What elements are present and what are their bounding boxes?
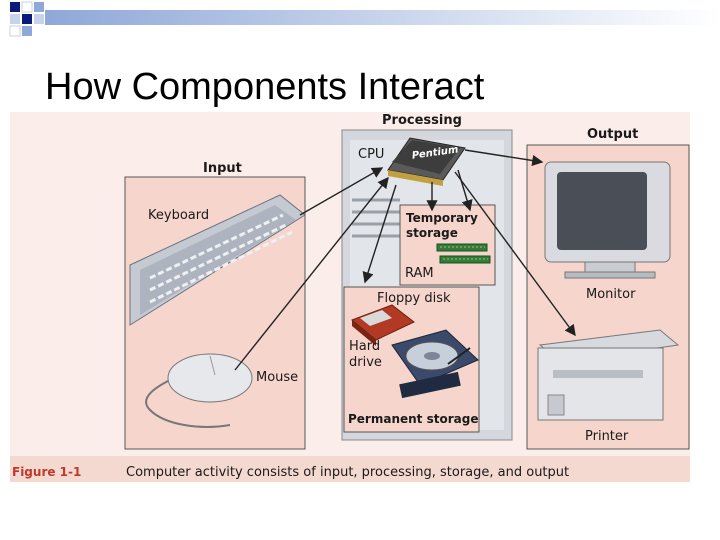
keyboard-label: Keyboard xyxy=(148,208,209,223)
floppy-disk-label: Floppy disk xyxy=(377,291,451,306)
cpu-label: CPU xyxy=(358,147,384,162)
cpu-chip-icon xyxy=(387,137,466,186)
ram-label: RAM xyxy=(405,266,434,281)
figure-caption: Computer activity consists of input, pro… xyxy=(126,465,569,480)
temporary-storage-label-1: Temporary xyxy=(406,211,478,225)
printer-icon xyxy=(537,329,680,421)
printer-label: Printer xyxy=(585,429,629,444)
mouse-icon xyxy=(145,353,253,428)
processing-label: Processing xyxy=(382,113,462,128)
temporary-storage-label-2: storage xyxy=(406,226,458,240)
slide-title: How Components Interact xyxy=(45,66,485,108)
mouse-label: Mouse xyxy=(256,370,298,385)
monitor-icon xyxy=(544,161,671,279)
ram-icon xyxy=(436,243,491,264)
title-decoration xyxy=(9,1,720,37)
hard-drive-label-2: drive xyxy=(349,355,382,370)
input-label: Input xyxy=(203,161,242,176)
hard-drive-icon xyxy=(391,329,479,399)
monitor-label: Monitor xyxy=(586,287,636,302)
floppy-disk-icon xyxy=(351,304,415,346)
permanent-storage-label: Permanent storage xyxy=(348,412,478,426)
flow-arrows xyxy=(234,149,576,371)
output-label: Output xyxy=(587,127,638,142)
figure-number: Figure 1-1 xyxy=(12,465,81,479)
keyboard-icon xyxy=(129,194,306,326)
hard-drive-label-1: Hard xyxy=(349,339,380,354)
caption-band xyxy=(10,456,690,482)
